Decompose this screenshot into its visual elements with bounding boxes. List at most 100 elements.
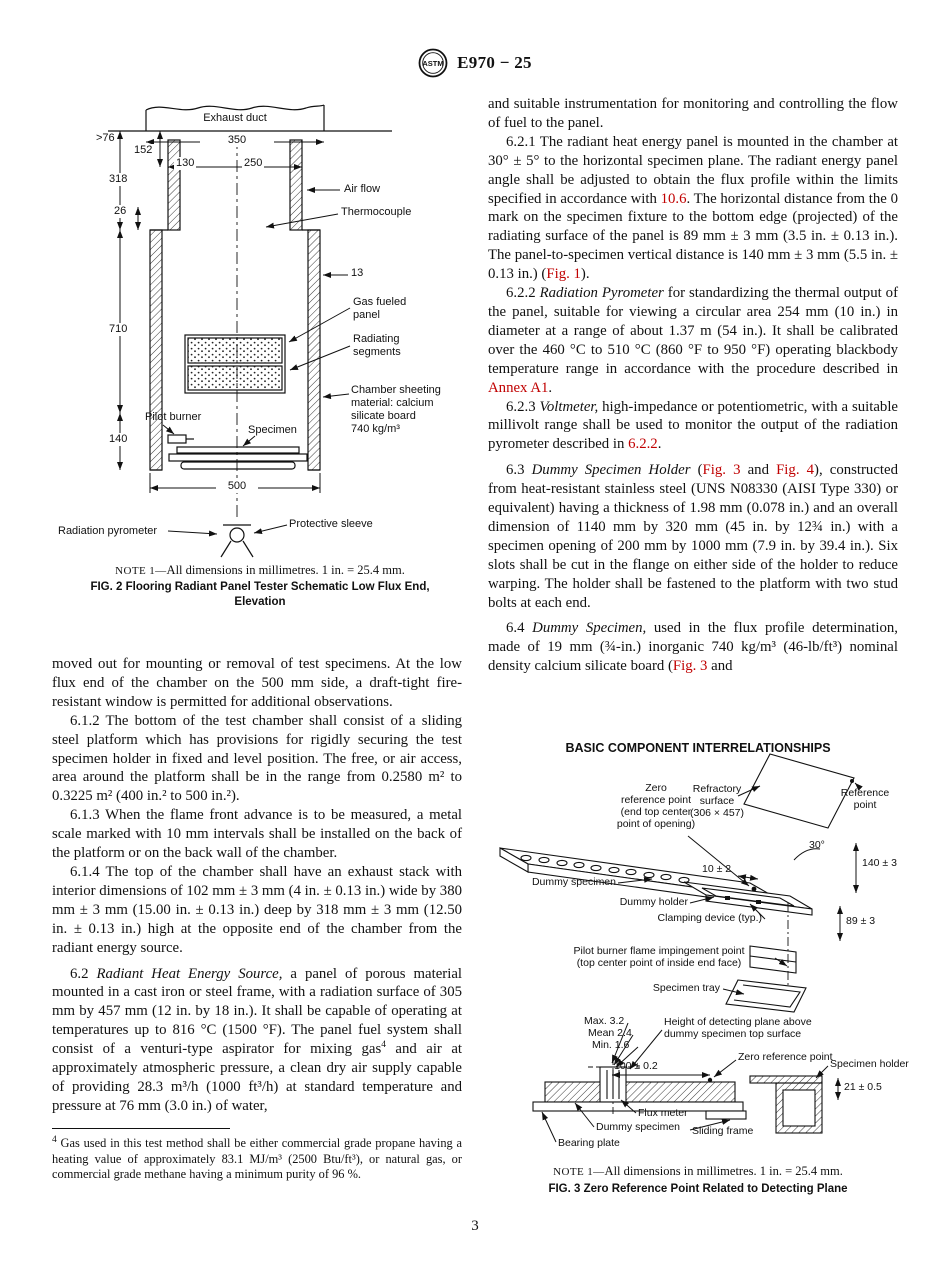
text-segment: 6.2 [70,965,97,982]
text-segment: 4 [381,1040,386,1051]
fig2-label-radiating-segments: Radiating segments [353,333,401,358]
text-segment: and [740,462,777,479]
fig3-dim-max: Max. 3.2 [584,1015,625,1027]
text-segment: Radiation Pyrometer [539,285,664,302]
paragraph-6-2-2: 6.2.2 Radiation Pyrometer for standardiz… [488,284,898,397]
fig3-label-pilot-burner-point: Pilot burner flame impingement point (to… [573,945,745,970]
fig3-label-specimen-holder: Specimen holder [830,1058,909,1070]
paragraph-6-2-3: 6.2.3 Voltmeter, high-impedance or poten… [488,398,898,455]
text-segment: moved out for mounting or removal of tes… [52,656,462,710]
text-segment: 6.2.2 [506,285,540,302]
fig3-label-zero-reference-point-bottom: Zero reference point [738,1051,833,1063]
right-column-text: and suitable instrumentation for monitor… [488,95,898,676]
fig2-label-pilot-burner: Pilot burner [145,411,202,423]
fig2-label-chamber-sheeting: Chamber sheeting material: calcium silic… [351,384,441,435]
text-segment: Gas used in this test method shall be ei… [52,1136,462,1182]
figure-3: BASIC COMPONENT INTERRELATIONSHIPS [488,736,909,1206]
fig2-dim-130: 130 [174,157,197,170]
ref-link[interactable]: Fig. 1 [546,266,581,283]
left-column-text: moved out for mounting or removal of tes… [52,655,462,1116]
fig3-label-sliding-frame: Sliding frame [692,1125,754,1137]
ref-link[interactable]: Annex A1 [488,379,549,396]
fig3-label-flux-meter: Flux meter [638,1107,688,1119]
fig2-dim-26: 26 [112,205,129,218]
text-segment: 6.2.3 [506,398,540,415]
fig3-dim-10: 10 ± 2 [702,863,732,875]
fig2-dim-318: 318 [107,173,130,186]
text-segment: Dummy Specimen, [532,620,647,637]
paragraph-continuation-right: and suitable instrumentation for monitor… [488,95,898,133]
text-segment: high-impedance or potentiometric, with a… [488,398,898,453]
text-segment: . The horizontal distance from the 0 mar… [488,190,898,283]
fig3-label-height-detecting-plane: Height of detecting plane above dummy sp… [664,1016,812,1041]
fig3-label-dummy-specimen: Dummy specimen [531,876,616,888]
paragraph-6-1-3: 6.1.3 When the flame front advance is to… [52,806,462,863]
fig3-label-dummy-holder: Dummy holder [619,896,688,908]
fig2-caption: FIG. 2 Flooring Radiant Panel Tester Sch… [90,581,430,608]
ref-link[interactable]: 6.2.2 [628,436,658,453]
astm-logo-text: ASTM [423,59,444,68]
text-segment: and suitable instrumentation for monitor… [488,96,898,131]
paragraph-6-3: 6.3 Dummy Specimen Holder (Fig. 3 and Fi… [488,461,898,612]
text-segment: . [657,436,662,453]
fig3-dim-30deg: 30° [809,839,825,851]
fig2-note-text: All dimensions in millimetres. 1 in. = 2… [166,563,405,577]
fig2-label-specimen: Specimen [248,424,297,436]
fig3-label-dummy-specimen-section: Dummy specimen [596,1121,681,1133]
fig2-dim-250: 250 [242,157,265,170]
fig3-note: NOTE 1—All dimensions in millimetres. 1 … [488,1164,908,1179]
fig3-label-bearing-plate: Bearing plate [558,1137,620,1149]
footnote: 4 Gas used in this test method shall be … [52,1128,462,1183]
fig3-dim-mean: Mean 2.4 [588,1027,632,1039]
text-segment: a panel of porous material mounted in a … [52,965,463,1058]
ref-link[interactable]: Fig. 3 [672,658,708,675]
fig3-label-zero-reference-point-top: Zero reference point (end top center poi… [616,782,696,831]
ref-link[interactable]: Fig. 4 [776,462,815,479]
text-segment: 6.1.3 When the flame front advance is to… [52,807,462,862]
fig3-dim-140: 140 ± 3 [862,857,897,869]
text-segment: used in the flux profile determination, … [488,620,898,675]
fig3-dim-min: Min. 1.6 [592,1039,630,1051]
text-segment: 6.4 [506,620,533,637]
fig3-label-reference-point: Reference point [840,787,890,812]
footnote-rule [52,1128,230,1129]
fig2-label-gas-fueled-panel: Gas fueled panel [353,296,407,321]
fig3-caption: FIG. 3 Zero Reference Point Related to D… [548,1183,848,1195]
fig2-label-thermocouple: Thermocouple [341,206,412,218]
page-number: 3 [471,1218,479,1234]
ref-link[interactable]: 10.6 [660,190,687,207]
fig3-label-clamping-device: Clamping device (typ.) [657,912,762,924]
fig2-dim-140: 140 [107,433,130,446]
fig2-line-art [108,104,392,558]
fig2-note: NOTE 1—All dimensions in millimetres. 1 … [50,563,470,578]
fig2-dim-500: 500 [216,480,258,493]
paragraph-6-1-2: 6.1.2 The bottom of the test chamber sha… [52,712,462,807]
doc-header: ASTM E970 − 25 [0,48,950,78]
fig2-note-label: NOTE 1— [115,565,167,577]
text-segment: Dummy Specimen Holder [531,462,691,479]
paragraph-6-2-1: 6.2.1 The radiant heat energy panel is m… [488,133,898,284]
text-segment: 6.3 [506,462,532,479]
fig2-dim-152: 152 [132,144,155,157]
text-segment: for standardizing the thermal output of … [488,285,899,377]
doc-code: E970 − 25 [457,53,532,72]
text-segment: Voltmeter, [539,398,599,415]
text-segment: Radiant Heat Energy Source, [96,965,283,982]
paragraph-6-2: 6.2 Radiant Heat Energy Source, a panel … [52,965,462,1116]
fig2-label-air-flow: Air flow [344,183,381,195]
paragraph-6-4: 6.4 Dummy Specimen, used in the flux pro… [488,619,898,676]
fig3-label-refractory-surface: Refractory surface (306 × 457) [690,783,744,820]
text-segment: and air at approximately atmospheric pre… [52,1041,462,1114]
fig2-label-radiation-pyrometer: Radiation pyrometer [58,525,158,537]
paragraph-6-1-4: 6.1.4 The top of the chamber shall have … [52,863,462,958]
fig2-dim-350: 350 [200,134,274,147]
text-segment: 4 [52,1134,57,1145]
paragraph-continuation: moved out for mounting or removal of tes… [52,655,462,712]
text-segment: ), constructed from heat-resistant stain… [488,462,898,611]
ref-link[interactable]: Fig. 3 [702,462,741,479]
text-segment: and [707,658,733,675]
text-segment: . [548,379,553,396]
fig2-label-protective-sleeve: Protective sleeve [289,518,373,530]
fig2-dim-76: >76 [94,132,117,145]
